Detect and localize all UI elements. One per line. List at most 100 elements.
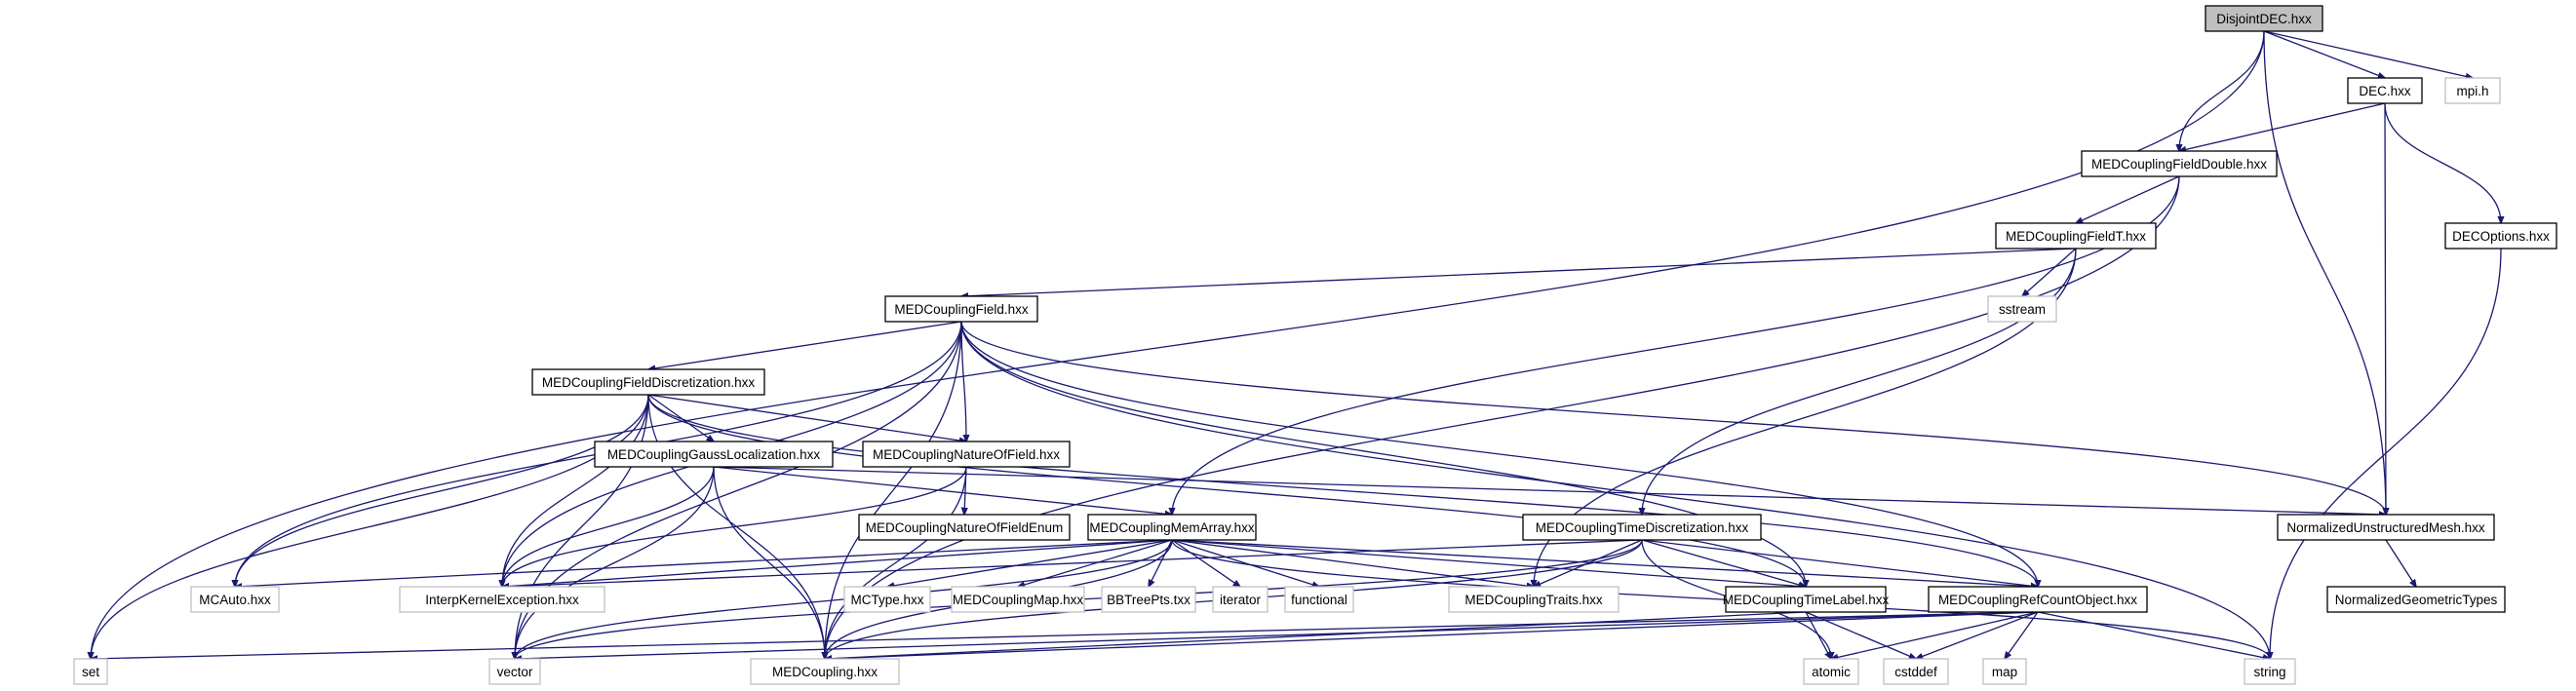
node-label: MEDCouplingTimeDiscretization.hxx <box>1536 520 1749 535</box>
node-traits: MEDCouplingTraits.hxx <box>1448 586 1620 613</box>
node-label: MEDCouplingNatureOfField.hxx <box>873 447 1060 462</box>
node-box <box>1883 658 1949 685</box>
node-timedisc[interactable]: MEDCouplingTimeDiscretization.hxx <box>1522 514 1762 541</box>
edge-refcount-to-atomic <box>1831 611 2039 659</box>
node-natureenum[interactable]: MEDCouplingNatureOfFieldEnum <box>858 514 1071 541</box>
node-vector: vector <box>488 658 541 685</box>
edge-memarray-to-mctype <box>887 539 1173 587</box>
node-label: NormalizedGeometricTypes <box>2335 593 2498 607</box>
node-box <box>1101 586 1196 613</box>
node-medcoupling: MEDCoupling.hxx <box>750 658 900 685</box>
edge-fieldt-to-field <box>961 248 2077 296</box>
node-timelabel[interactable]: MEDCouplingTimeLabel.hxx <box>1723 586 1890 613</box>
edge-fielddisc-to-interpexc <box>502 394 649 587</box>
node-sstream: sstream <box>1987 295 2057 323</box>
node-label: cstddef <box>1894 665 1937 679</box>
node-box <box>2347 77 2423 104</box>
node-box <box>1803 658 1859 685</box>
node-label: MEDCouplingFieldT.hxx <box>2006 229 2146 244</box>
edge-fielddisc-to-refcount <box>647 394 2038 587</box>
edge-field-to-normmesh <box>960 321 2386 515</box>
node-set: set <box>73 658 108 685</box>
node-mpi: mpi.h <box>2444 77 2501 104</box>
node-box <box>190 586 280 613</box>
node-label: set <box>82 665 99 679</box>
edge-refcount-to-cstddef <box>1916 611 2039 659</box>
node-label: NormalizedUnstructuredMesh.hxx <box>2286 520 2485 535</box>
edge-memarray-to-interpexc <box>502 539 1173 587</box>
edge-normmesh-to-normgeom <box>2385 539 2416 587</box>
node-fielddisc[interactable]: MEDCouplingFieldDiscretization.hxx <box>531 368 765 396</box>
edge-disjointdec-to-normmesh <box>2263 30 2386 515</box>
node-label: DEC.hxx <box>2359 84 2411 98</box>
node-label: string <box>2253 665 2285 679</box>
edge-memarray-to-functional <box>1171 539 1319 587</box>
node-box <box>2444 77 2501 104</box>
node-field[interactable]: MEDCouplingField.hxx <box>884 295 1038 323</box>
edge-fieldt-to-sstream <box>2022 248 2077 296</box>
edge-refcount-to-medcoupling <box>825 611 2039 659</box>
node-fieldt[interactable]: MEDCouplingFieldT.hxx <box>1995 222 2157 250</box>
edge-natureoffield-to-interpexc <box>502 466 967 587</box>
node-box <box>884 295 1038 323</box>
edge-timelabel-to-atomic <box>1805 611 1831 659</box>
node-box <box>1995 222 2157 250</box>
node-label: MCType.hxx <box>850 593 923 607</box>
node-box <box>594 441 834 468</box>
node-label: MEDCouplingMemArray.hxx <box>1089 520 1255 535</box>
node-box <box>951 586 1085 613</box>
edge-timedisc-to-timelabel <box>1641 539 1806 587</box>
node-gaussloc[interactable]: MEDCouplingGaussLocalization.hxx <box>594 441 834 468</box>
node-box <box>2277 514 2495 541</box>
edge-memarray-to-timelabel <box>1171 539 1806 587</box>
node-box <box>399 586 605 613</box>
edge-refcount-to-map <box>2005 611 2039 659</box>
edge-fielddisc-to-natureoffield <box>647 394 966 441</box>
node-label: MEDCouplingGaussLocalization.hxx <box>607 447 821 462</box>
node-box <box>1087 514 1257 541</box>
node-interpexc: InterpKernelException.hxx <box>399 586 605 613</box>
edge-disjointdec-to-set <box>91 30 2265 659</box>
edge-memarray-to-string <box>1171 539 2270 659</box>
node-natureoffield[interactable]: MEDCouplingNatureOfField.hxx <box>862 441 1071 468</box>
edge-field-to-string <box>960 321 2270 659</box>
edge-disjointdec-to-mpi <box>2263 30 2473 78</box>
node-iterator: iterator <box>1212 586 1268 613</box>
node-fielddouble[interactable]: MEDCouplingFieldDouble.hxx <box>2081 150 2278 177</box>
edge-fieldt-to-timedisc <box>1642 248 2077 515</box>
node-box <box>1448 586 1620 613</box>
node-label: sstream <box>1999 302 2046 317</box>
edge-natureoffield-to-medcoupling <box>825 466 967 659</box>
edge-disjointdec-to-fielddouble <box>2179 30 2265 151</box>
node-label: InterpKernelException.hxx <box>425 593 579 607</box>
node-label: MEDCouplingField.hxx <box>894 302 1029 317</box>
node-box <box>531 368 765 396</box>
edge-field-to-refcount <box>960 321 2038 587</box>
node-normmesh[interactable]: NormalizedUnstructuredMesh.hxx <box>2277 514 2495 541</box>
node-refcount[interactable]: MEDCouplingRefCountObject.hxx <box>1928 586 2148 613</box>
edge-gaussloc-to-medcoupling <box>713 466 825 659</box>
node-memarray[interactable]: MEDCouplingMemArray.hxx <box>1087 514 1257 541</box>
node-label: DisjointDEC.hxx <box>2216 12 2312 26</box>
edge-refcount-to-vector <box>515 611 2039 659</box>
edge-refcount-to-set <box>91 611 2039 659</box>
edge-gaussloc-to-normmesh <box>713 466 2386 515</box>
node-label: MEDCouplingFieldDouble.hxx <box>2091 157 2267 172</box>
node-decoptions[interactable]: DECOptions.hxx <box>2444 222 2557 250</box>
node-bbtree: BBTreePts.txx <box>1101 586 1196 613</box>
node-normgeom[interactable]: NormalizedGeometricTypes <box>2326 586 2506 613</box>
node-mcmap: MEDCouplingMap.hxx <box>951 586 1085 613</box>
node-label: iterator <box>1220 593 1262 607</box>
node-disjointdec[interactable]: DisjointDEC.hxx <box>2205 5 2323 32</box>
node-cstddef: cstddef <box>1883 658 1949 685</box>
node-label: MCAuto.hxx <box>199 593 271 607</box>
edge-gaussloc-to-interpexc <box>502 466 715 587</box>
node-box <box>1522 514 1762 541</box>
node-box <box>1982 658 2027 685</box>
node-dec[interactable]: DEC.hxx <box>2347 77 2423 104</box>
node-box <box>2444 222 2557 250</box>
node-functional: functional <box>1284 586 1354 613</box>
edge-memarray-to-mcauto <box>235 539 1173 587</box>
node-label: BBTreePts.txx <box>1107 593 1190 607</box>
